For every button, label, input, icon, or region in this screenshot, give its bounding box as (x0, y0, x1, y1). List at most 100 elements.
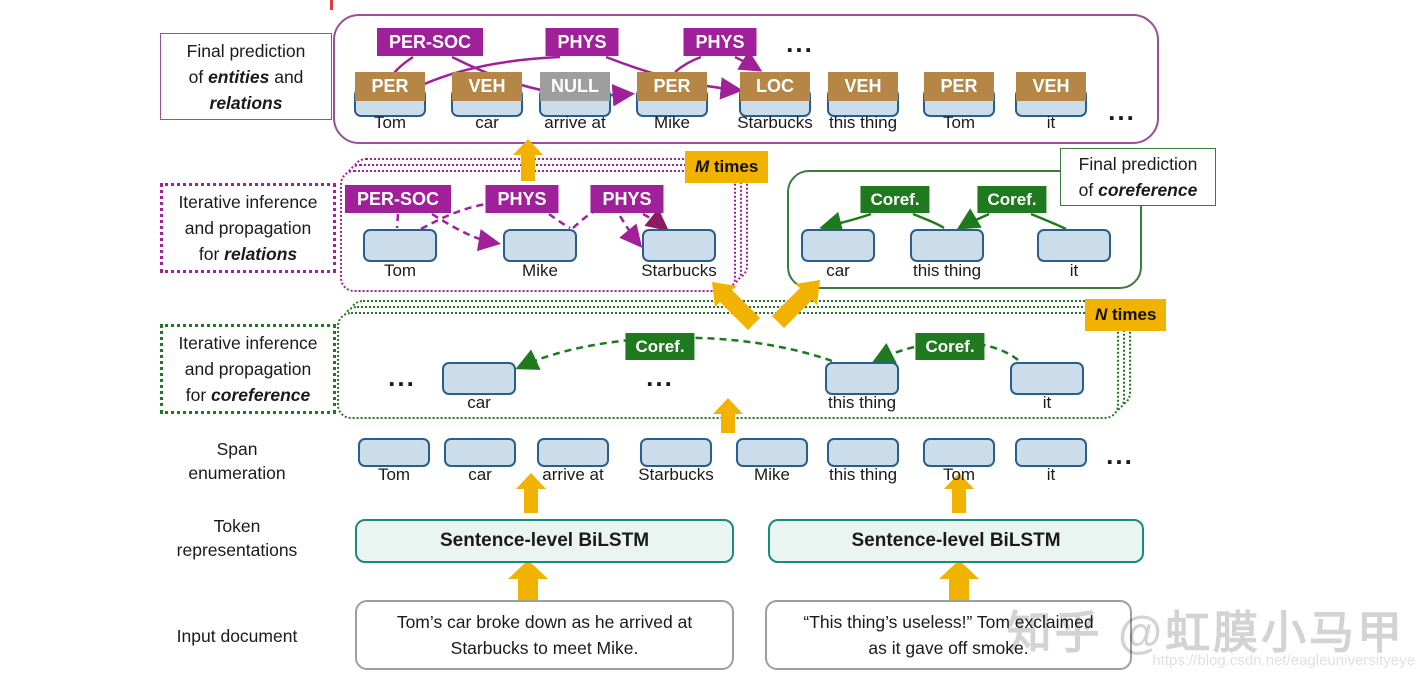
ellipsis: ... (786, 28, 814, 58)
entity-tag: PER (355, 72, 425, 101)
ellipsis: ... (646, 362, 674, 392)
span-word: Tom (383, 261, 417, 280)
entity-tag: PER (924, 72, 994, 101)
span-word: Starbucks (641, 261, 717, 280)
red-tick-mark (330, 0, 333, 10)
relation-tag: PHYS (590, 185, 664, 213)
coref-tag: Coref. (860, 186, 930, 213)
span-box (642, 229, 716, 262)
span-box (537, 438, 609, 467)
label-line: Final prediction (186, 40, 306, 61)
label-final-entities-relations: Final prediction of entities and relatio… (160, 33, 332, 120)
relation-tag: PER-SOC (376, 28, 484, 56)
entity-tag: VEH (1016, 72, 1086, 101)
n-times-badge: N times (1085, 299, 1167, 331)
span-word: arrive at (542, 465, 604, 484)
span-word: Starbucks (737, 113, 813, 132)
span-word: Tom (373, 113, 407, 132)
label-line: and propagation (184, 218, 312, 238)
bilstm-right: Sentence-level BiLSTM (768, 519, 1144, 563)
span-word: car (475, 113, 499, 132)
label-line: and propagation (184, 359, 312, 379)
span-word: it (1046, 465, 1056, 484)
span-word: Mike (754, 465, 790, 484)
entity-tag: VEH (452, 72, 522, 101)
watermark-url: https://blog.csdn.net/eagleuniversityeye (1152, 652, 1415, 669)
span-word: Mike (522, 261, 558, 280)
span-word: it (1046, 113, 1056, 132)
span-word: Tom (942, 465, 976, 484)
ellipsis: ... (1106, 440, 1134, 470)
relation-tag: PHYS (485, 185, 559, 213)
ellipsis: ... (1108, 96, 1136, 126)
label-final-coreference: Final prediction of coreference (1060, 148, 1216, 206)
label-line: Input document (176, 626, 298, 646)
span-word: Tom (942, 113, 976, 132)
span-word: arrive at (544, 113, 606, 132)
document-line: Starbucks to meet Mike. (450, 638, 639, 658)
span-box (1037, 229, 1111, 262)
span-word: it (1042, 393, 1052, 412)
input-document-right: “This thing’s useless!” Tom exclaimed as… (765, 600, 1132, 670)
span-box (503, 229, 577, 262)
m-times-badge: M times (685, 151, 769, 183)
relation-tag: PHYS (545, 28, 619, 56)
coref-tag: Coref. (977, 186, 1047, 213)
label-line: Iterative inference (178, 192, 318, 212)
label-line: Iterative inference (178, 333, 318, 353)
span-word: this thing (912, 261, 982, 280)
span-box (363, 229, 437, 262)
label-input-document: Input document (167, 624, 307, 648)
document-line: as it gave off smoke. (868, 638, 1029, 658)
label-span-enumeration: Span enumeration (167, 437, 307, 485)
coref-tag: Coref. (915, 333, 985, 360)
label-line: for coreference (185, 385, 311, 405)
span-word: Starbucks (638, 465, 714, 484)
label-line: for relations (198, 244, 298, 264)
label-line: Token (213, 516, 261, 536)
input-document-left: Tom’s car broke down as he arrived at St… (355, 600, 734, 670)
label-line: of coreference (1078, 180, 1198, 200)
span-box (736, 438, 808, 467)
span-word: this thing (827, 393, 897, 412)
ellipsis: ... (388, 362, 416, 392)
coref-tag: Coref. (625, 333, 695, 360)
label-iterative-coreference: Iterative inference and propagation for … (160, 324, 336, 414)
span-box (1010, 362, 1084, 395)
span-word: Tom (377, 465, 411, 484)
span-word: car (467, 393, 491, 412)
entity-tag: VEH (828, 72, 898, 101)
span-box (1015, 438, 1087, 467)
span-box (801, 229, 875, 262)
span-box (923, 438, 995, 467)
document-line: “This thing’s useless!” Tom exclaimed (803, 612, 1094, 632)
label-line: enumeration (188, 463, 286, 483)
label-line: Span (216, 439, 258, 459)
label-iterative-relations: Iterative inference and propagation for … (160, 183, 336, 273)
span-word: this thing (828, 113, 898, 132)
span-box (910, 229, 984, 262)
label-line: Final prediction (1078, 154, 1198, 174)
entity-tag: LOC (740, 72, 810, 101)
document-line: Tom’s car broke down as he arrived at (396, 612, 693, 632)
label-token-representations: Token representations (167, 514, 307, 562)
label-line: representations (176, 540, 298, 560)
span-box (358, 438, 430, 467)
span-word: car (468, 465, 492, 484)
span-word: Mike (654, 113, 690, 132)
label-line: relations (209, 92, 283, 113)
relation-tag: PER-SOC (344, 185, 452, 213)
label-line: of entities and (188, 66, 304, 87)
span-box (444, 438, 516, 467)
span-box (640, 438, 712, 467)
entity-tag: NULL (540, 72, 610, 101)
span-word: car (826, 261, 850, 280)
relation-tag: PHYS (683, 28, 757, 56)
span-box (827, 438, 899, 467)
bilstm-left: Sentence-level BiLSTM (355, 519, 734, 563)
span-word: this thing (828, 465, 898, 484)
span-box (825, 362, 899, 395)
entity-tag: PER (637, 72, 707, 101)
span-box (442, 362, 516, 395)
